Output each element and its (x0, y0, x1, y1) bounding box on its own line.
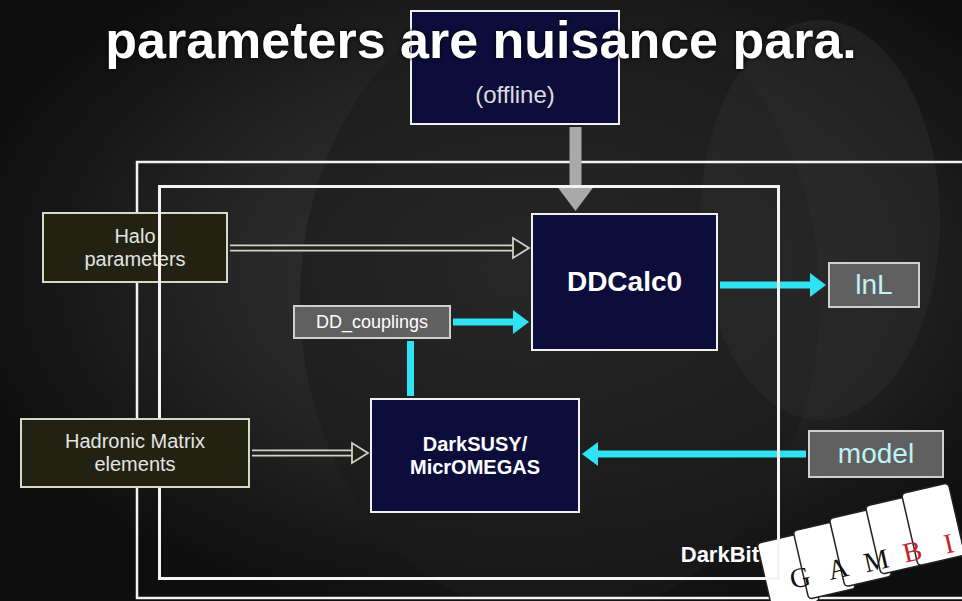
horse-shadow (700, 20, 940, 420)
box-label: Hadronic Matrix elements (35, 430, 235, 476)
connector-line (570, 127, 582, 189)
connector-arrow (453, 310, 529, 334)
output-box: lnL (828, 262, 920, 308)
box-label: model (838, 438, 914, 470)
process-box: DarkSUSY/ MicrOMEGAS (370, 398, 580, 513)
connector-arrow (230, 238, 529, 258)
logo-cards (753, 483, 962, 601)
box-label: Halo parameters (65, 225, 205, 271)
box-label: DDCalc0 (567, 266, 682, 298)
process-box: DDCalc0 (531, 213, 718, 351)
connector-arrow (558, 127, 594, 211)
box-label: (offline) (475, 81, 555, 109)
connector-line (453, 319, 515, 326)
arrow-head (582, 442, 598, 466)
connector-line (596, 451, 806, 458)
module-frame: DarkBit DDCalc0DD_couplingsDarkSUSY/ Micr… (158, 185, 780, 580)
input-box: Halo parameters (42, 212, 228, 283)
slide-title: parameters are nuisance para. (0, 10, 962, 70)
connector-arrow (720, 273, 826, 297)
arrow-head (352, 443, 368, 463)
box-label: lnL (855, 269, 892, 301)
arrow-head (513, 238, 529, 258)
box-label: DarkSUSY/ MicrOMEGAS (385, 433, 565, 479)
input-box: model (808, 430, 944, 478)
connector-arrow (582, 442, 806, 466)
connector-line (407, 341, 414, 396)
connector-line (230, 246, 515, 250)
arrow-head (558, 187, 594, 211)
arrow-head (513, 310, 529, 334)
arrow-head (810, 273, 826, 297)
outer-frame (137, 162, 962, 598)
input-box: Hadronic Matrix elements (20, 418, 250, 488)
connector-line (720, 282, 812, 289)
module-label: DarkBit (681, 542, 759, 567)
connector-line (252, 451, 354, 455)
box-label: DD_couplings (316, 312, 428, 333)
connector-arrow (252, 443, 368, 463)
connector-arrow (410, 341, 411, 396)
data-box: DD_couplings (293, 305, 451, 339)
